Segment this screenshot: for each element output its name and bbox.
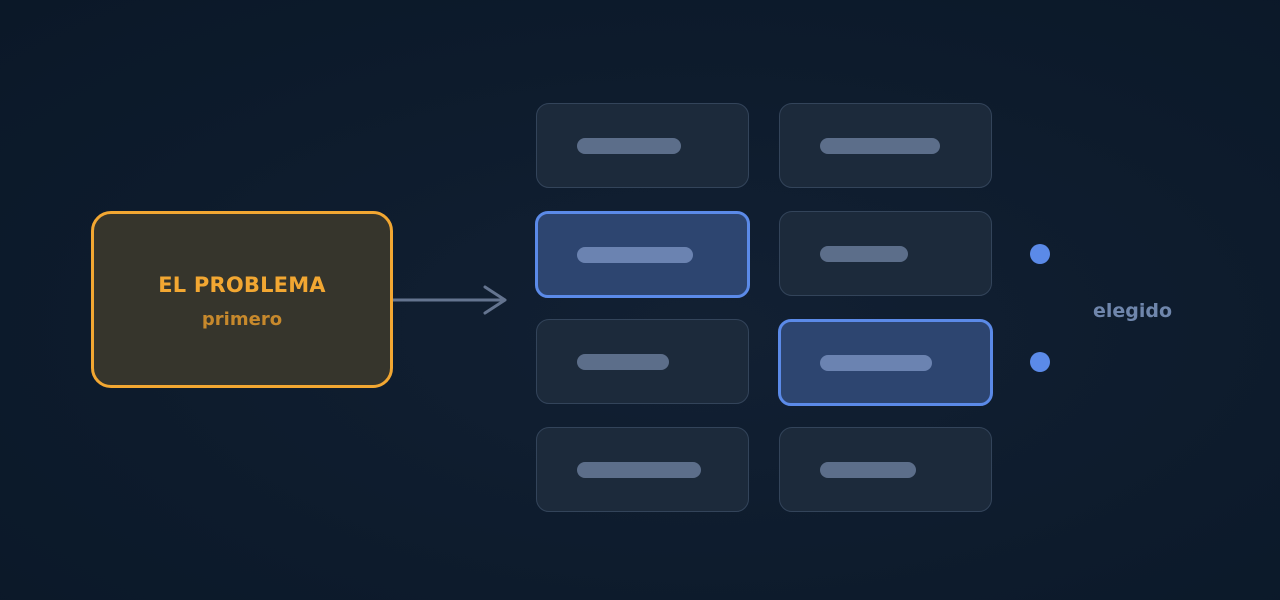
option-card [536,427,749,512]
option-card-chosen [535,211,750,298]
placeholder-line [820,138,940,154]
option-card [779,211,992,296]
placeholder-line [820,246,908,262]
placeholder-line [577,138,681,154]
problem-box: EL PROBLEMA primero [91,211,393,388]
problem-subtitle: primero [201,309,283,330]
option-card [779,103,992,188]
problem-title: EL PROBLEMA [158,273,326,297]
option-card [779,427,992,512]
placeholder-line [577,247,693,263]
option-card-chosen [778,319,993,406]
placeholder-line [820,462,916,478]
option-card [536,103,749,188]
option-card [536,319,749,404]
placeholder-line [577,462,701,478]
arrow-right-icon [393,285,507,315]
chosen-label: elegido [1093,300,1173,322]
chosen-marker-dot [1030,244,1050,264]
chosen-marker-dot [1030,352,1050,372]
placeholder-line [820,355,932,371]
placeholder-line [577,354,669,370]
